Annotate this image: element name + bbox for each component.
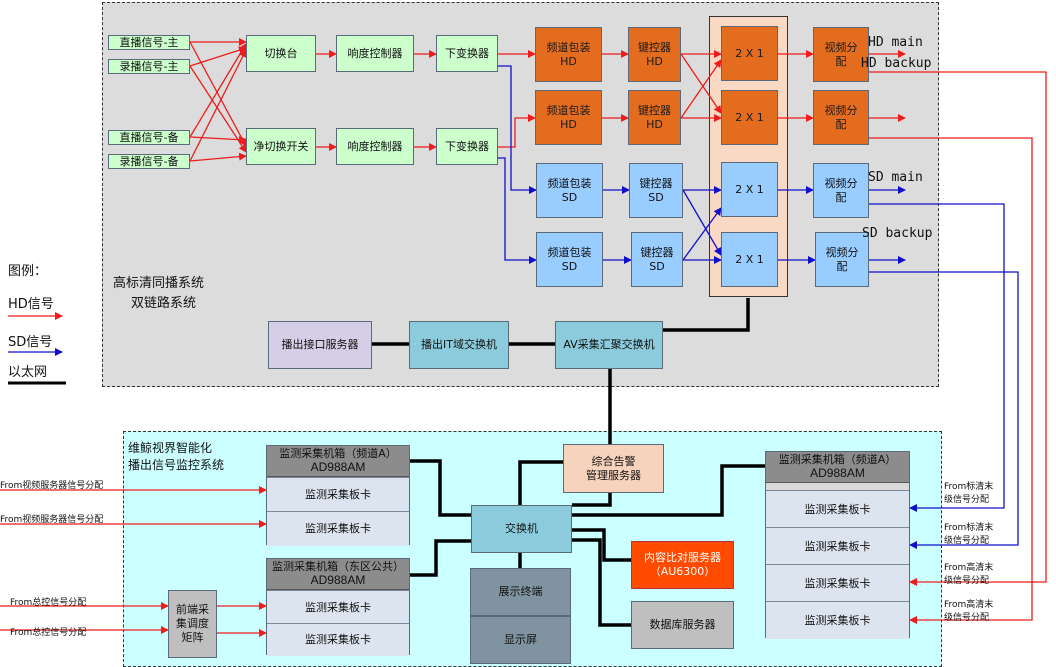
capture-card: 监测采集板卡: [267, 590, 409, 624]
chassis-model: AD988AM: [310, 460, 366, 475]
legend-hd: HD信号: [8, 297, 54, 312]
top-system-title: 高标清同播系统 双链路系统: [113, 276, 205, 311]
chassis-channel-a-header: 监测采集机箱（频道A） AD988AM: [267, 446, 409, 477]
capture-card: 监测采集板卡: [267, 623, 409, 656]
top-system-region: [102, 2, 939, 387]
capture-card: 监测采集板卡: [766, 601, 909, 639]
chassis-title: 监测采集机箱（频道A）: [279, 447, 397, 461]
loudness-backup: 响度控制器: [336, 128, 414, 165]
chassis-channel-a: 监测采集机箱（频道A） AD988AM 监测采集板卡 监测采集板卡: [266, 445, 410, 546]
output-sd-backup: SD backup: [862, 226, 933, 241]
sd-keyer-2: 键控器 SD: [631, 232, 683, 287]
mux-hd-1: 2 X 1: [721, 26, 778, 81]
hd-packaging-2: 频道包装 HD: [535, 90, 602, 145]
right-input-label: From高清末 级信号分配: [944, 563, 994, 586]
capture-card: 监测采集板卡: [766, 527, 909, 565]
capture-card: 监测采集板卡: [267, 511, 409, 546]
chassis-right-channel-a: 监测采集机箱（频道A） AD988AM 监测采集板卡 监测采集板卡 监测采集板卡…: [765, 451, 910, 639]
legend-sd: SD信号: [8, 335, 53, 350]
playout-it-switch: 播出IT域交换机: [409, 321, 509, 369]
downconverter-backup: 下变换器: [436, 128, 498, 165]
input-live-backup: 直播信号-备: [108, 130, 190, 145]
right-input-label: From标清末 级信号分配: [944, 523, 994, 546]
hd-keyer-2: 键控器 HD: [628, 90, 681, 145]
alarm-management-server: 综合告警 管理服务器: [563, 444, 664, 493]
hd-distribution-1: 视频分 配: [813, 27, 869, 82]
hd-distribution-2: 视频分 配: [813, 90, 869, 145]
capture-card: 监测采集板卡: [766, 564, 909, 602]
output-hd-main: HD main: [868, 35, 923, 50]
sd-keyer-1: 键控器 SD: [629, 163, 683, 218]
chassis-title: 监测采集机箱（频道A）: [778, 453, 897, 467]
sd-distribution-2: 视频分 配: [815, 232, 869, 287]
switcher-main: 切换台: [246, 35, 316, 72]
left-input-label: From视频服务器信号分配: [0, 515, 104, 525]
bottom-system-title: 维鲸视界智能化 播出信号监控系统: [128, 441, 225, 472]
content-compare-server: 内容比对服务器 （AU6300）: [631, 541, 734, 589]
sd-distribution-1: 视频分 配: [813, 163, 869, 218]
hd-packaging-1: 频道包装 HD: [535, 27, 602, 82]
capture-card: 监测采集板卡: [766, 490, 909, 528]
input-live-main: 直播信号-主: [108, 35, 190, 50]
left-input-label: From总控信号分配: [10, 628, 87, 638]
display-terminal: 展示终端: [470, 568, 571, 616]
input-rec-main: 录播信号-主: [108, 59, 190, 74]
monitor-switch: 交换机: [471, 505, 572, 553]
input-rec-backup: 录播信号-备: [108, 154, 190, 169]
chassis-model: AD988AM: [810, 466, 865, 481]
output-hd-backup: HD backup: [861, 56, 932, 71]
chassis-right-header: 监测采集机箱（频道A） AD988AM: [766, 452, 909, 483]
mux-hd-2: 2 X 1: [721, 90, 778, 145]
switcher-backup: 净切换开关: [246, 128, 316, 165]
mux-sd-1: 2 X 1: [721, 162, 778, 217]
chassis-east-public: 监测采集机箱（东区公共） AD988AM 监测采集板卡 监测采集板卡: [266, 558, 410, 656]
loudness-main: 响度控制器: [336, 35, 414, 72]
chassis-title: 监测采集机箱（东区公共）: [272, 560, 404, 574]
sd-packaging-1: 频道包装 SD: [536, 163, 603, 218]
hd-keyer-1: 键控器 HD: [628, 27, 681, 82]
legend-ethernet: 以太网: [8, 365, 48, 380]
right-input-label: From高清末 级信号分配: [944, 600, 994, 623]
legend-title: 图例：: [8, 264, 48, 279]
mux-sd-2: 2 X 1: [721, 232, 778, 287]
downconverter-main: 下变换器: [436, 35, 498, 72]
sd-packaging-2: 频道包装 SD: [536, 232, 603, 287]
chassis-east-header: 监测采集机箱（东区公共） AD988AM: [267, 559, 409, 590]
database-server: 数据库服务器: [631, 601, 734, 649]
front-dispatch-matrix: 前端采 集调度 矩阵: [168, 590, 217, 658]
left-input-label: From总控信号分配: [10, 598, 87, 608]
right-input-label: From标清末 级信号分配: [944, 482, 994, 505]
av-aggregation-switch: AV采集汇聚交换机: [555, 321, 663, 369]
chassis-model: AD988AM: [310, 573, 366, 588]
left-input-label: From视频服务器信号分配: [0, 481, 104, 491]
display-screen: 显示屏: [470, 616, 571, 664]
capture-card: 监测采集板卡: [267, 477, 409, 512]
playout-interface-server: 播出接口服务器: [268, 321, 372, 369]
output-sd-main: SD main: [868, 170, 923, 185]
